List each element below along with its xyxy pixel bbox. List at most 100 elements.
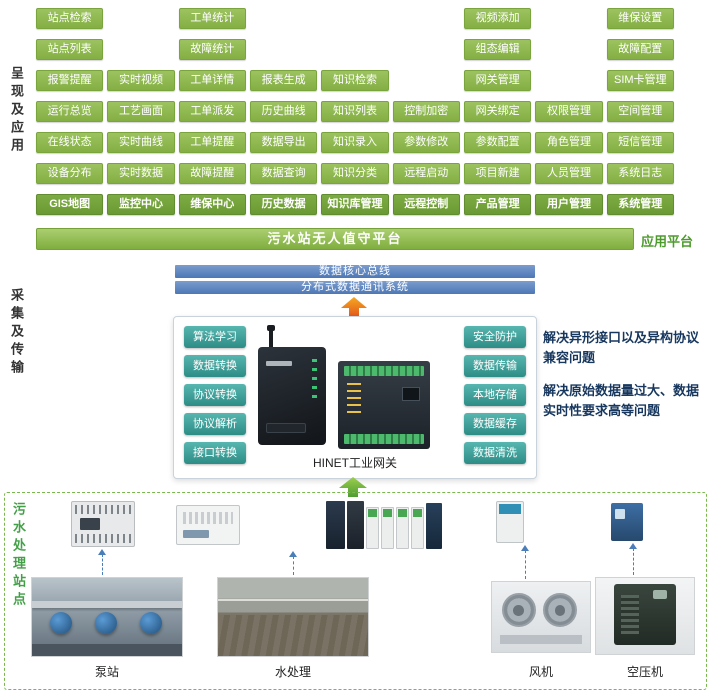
- app-function-button: 工单详情: [178, 70, 246, 91]
- caption-fan: 风机: [528, 665, 553, 679]
- gateway-left-functions: 算法学习数据转换协议转换协议解析接口转换: [184, 326, 246, 464]
- app-function-button: 数据导出: [249, 132, 318, 153]
- app-function-button: 故障配置: [606, 39, 674, 60]
- app-function-button: 设备分布: [36, 163, 104, 184]
- gateway-function-button: 数据缓存: [464, 413, 526, 435]
- link-arrow-pump: [98, 549, 107, 575]
- app-function-button: 参数修改: [392, 132, 460, 153]
- fan-shape: [501, 593, 536, 628]
- app-category-button: 维保中心: [178, 194, 246, 215]
- app-category-button: 用户管理: [535, 194, 603, 215]
- plc-device-5-image: [611, 503, 643, 541]
- gateway-caption: HINET工业网关: [312, 456, 397, 470]
- floor-shape: [32, 643, 182, 656]
- app-column-items: 站点检索站点列表报警提醒运行总览在线状态设备分布: [36, 8, 104, 184]
- app-function-button: 知识录入: [321, 132, 389, 153]
- app-function-button: 报警提醒: [36, 70, 104, 91]
- app-function-button: 在线状态: [36, 132, 104, 153]
- app-function-button: 实时曲线: [107, 132, 175, 153]
- app-column-knowledge: 知识检索知识列表知识录入知识分类 知识库管理: [321, 70, 389, 215]
- app-function-button: 数据查询: [249, 163, 318, 184]
- plc-rack-image: [326, 499, 454, 549]
- air-compressor-photo: [595, 577, 695, 655]
- gateway-function-button: 数据清洗: [464, 442, 526, 464]
- device-port: [266, 423, 306, 433]
- app-function-button: 角色管理: [535, 132, 603, 153]
- app-function-button: 权限管理: [535, 101, 603, 122]
- gateway-router-image: [258, 325, 326, 445]
- app-function-button: 站点列表: [36, 39, 104, 60]
- compressor-panel-shape: [652, 590, 667, 600]
- app-function-button: 远程启动: [392, 163, 460, 184]
- benefit-note-1: 解决异形接口以及异构协议兼容问题: [543, 330, 700, 365]
- terminal-block-icon: [344, 434, 424, 444]
- data-bus-bars: 数据核心总线 分布式数据通讯系统: [175, 265, 535, 297]
- app-function-button: 报表生成: [249, 70, 318, 91]
- distributed-comm-bar: 分布式数据通讯系统: [175, 281, 535, 294]
- app-function-button: 工单提醒: [178, 132, 246, 153]
- app-function-button: 知识检索: [321, 70, 389, 91]
- gateway-function-button: 本地存储: [464, 384, 526, 406]
- app-category-button: 系统管理: [606, 194, 674, 215]
- app-column-items: 权限管理角色管理人员管理: [535, 101, 603, 184]
- vent-slots: [183, 512, 233, 524]
- app-function-button: 项目新建: [463, 163, 532, 184]
- gateway-function-button: 接口转换: [184, 442, 246, 464]
- terminal-ticks: [75, 505, 131, 514]
- app-column-maintenance: 工单统计故障统计工单详情工单派发工单提醒故障提醒 维保中心: [178, 8, 246, 215]
- compressor-grille-shape: [621, 594, 640, 635]
- app-function-button: 运行总览: [36, 101, 104, 122]
- rack-module: [396, 507, 409, 549]
- app-function-button: 实时视频: [107, 70, 175, 91]
- plc-device-4-image: [496, 501, 524, 543]
- up-arrow-green-icon: [339, 477, 367, 497]
- app-function-button: 维保设置: [606, 8, 674, 29]
- antenna-icon: [267, 325, 275, 347]
- app-column-items: 控制加密参数修改远程启动: [392, 101, 460, 184]
- section-label-presentation: 呈现及应用: [9, 66, 24, 156]
- section-label-collection: 采集及传输: [9, 288, 24, 378]
- plc-device-1-image: [71, 501, 135, 547]
- up-arrow-orange-icon: [341, 297, 367, 317]
- benefit-note-2: 解决原始数据量过大、数据实时性要求高等问题: [543, 383, 700, 418]
- app-function-button: 组态编辑: [463, 39, 532, 60]
- rack-module: [326, 501, 345, 549]
- application-grid: 站点检索站点列表报警提醒运行总览在线状态设备分布 GIS地图 实时视频工艺画面实…: [36, 8, 674, 215]
- app-category-button: 监控中心: [107, 194, 175, 215]
- plc-display: [80, 518, 100, 530]
- caption-pump-station: 泵站: [94, 665, 119, 679]
- data-core-bus-bar: 数据核心总线: [175, 265, 535, 278]
- app-column-items: 实时视频工艺画面实时曲线实时数据: [107, 70, 175, 184]
- app-category-button: 知识库管理: [321, 194, 389, 215]
- app-function-button: 工艺画面: [107, 101, 175, 122]
- app-column-gis: 站点检索站点列表报警提醒运行总览在线状态设备分布 GIS地图: [36, 8, 104, 215]
- app-function-button: 历史曲线: [249, 101, 318, 122]
- terminal-block-icon: [344, 366, 424, 376]
- app-category-button: 远程控制: [392, 194, 460, 215]
- pump-shape: [50, 612, 72, 635]
- rack-module: [426, 503, 442, 549]
- gateway-function-button: 算法学习: [184, 326, 246, 348]
- pump-shape: [140, 612, 162, 635]
- app-column-monitor: 实时视频工艺画面实时曲线实时数据 监控中心: [107, 70, 175, 215]
- app-function-button: 工单派发: [178, 101, 246, 122]
- led-strip-icon: [347, 383, 361, 417]
- app-column-items: 知识检索知识列表知识录入知识分类: [321, 70, 389, 184]
- app-category-button: 历史数据: [249, 194, 318, 215]
- app-function-button: 视频添加: [463, 8, 532, 29]
- led-strip-icon: [312, 359, 317, 401]
- app-function-button: 知识列表: [321, 101, 389, 122]
- app-column-remote: 控制加密参数修改远程启动 远程控制: [392, 101, 460, 215]
- fan-base-shape: [499, 634, 583, 644]
- app-function-button: 人员管理: [535, 163, 603, 184]
- app-category-button: 产品管理: [463, 194, 532, 215]
- gateway-panel: 算法学习数据转换协议转换协议解析接口转换 安全防护数据传输本地存储数据缓存数据清…: [173, 316, 537, 479]
- terminal-ticks: [75, 534, 131, 543]
- app-function-button: 网关管理: [463, 70, 532, 91]
- app-category-button: GIS地图: [36, 194, 104, 215]
- gateway-function-button: 协议解析: [184, 413, 246, 435]
- plc-label-area: [183, 530, 209, 538]
- gateway-function-button: 数据转换: [184, 355, 246, 377]
- app-function-button: 空间管理: [606, 101, 674, 122]
